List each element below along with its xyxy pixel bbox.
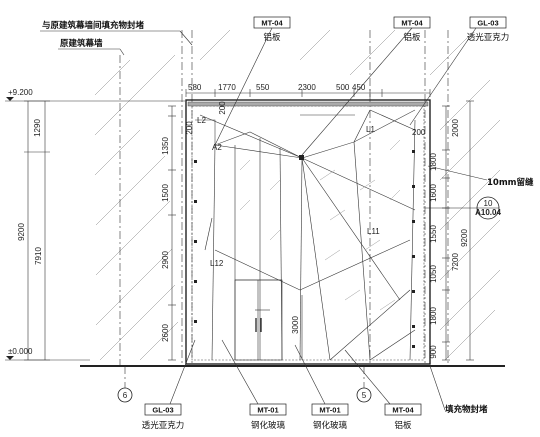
right-inner-dimension-chain xyxy=(442,105,450,361)
bottom-tag-code: MT-01 xyxy=(319,406,340,415)
top-dimension-chain xyxy=(185,89,431,97)
right-outer-dim-7200: 7200 xyxy=(451,253,460,271)
top-dim-500: 500 xyxy=(336,83,350,92)
top-dim-1770: 1770 xyxy=(218,83,236,92)
bottom-tag-material: 透光亚克力 xyxy=(142,420,185,431)
right-inner-dim-900: 900 xyxy=(429,345,438,359)
curtain-wall-hatch xyxy=(94,29,501,361)
bottom-tag-material: 铝板 xyxy=(394,420,412,431)
level-marker-top: +9.200 xyxy=(5,88,185,102)
right-small-dim-200: 200 xyxy=(412,128,426,137)
center-dim-3000: 3000 xyxy=(291,316,300,334)
top-tag-gl03: GL-03 透光亚克力 xyxy=(409,16,510,126)
edge-label-l2: L2 xyxy=(197,116,206,125)
bottom-tag-mt04: MT-04 铝板 xyxy=(344,349,422,431)
top-dim-450: 450 xyxy=(352,83,366,92)
bottom-tag-code: GL-03 xyxy=(152,406,173,415)
left-inner-dim-200: 200 xyxy=(185,121,194,135)
section-ref-number: 10 xyxy=(484,199,493,208)
gap-note-leader xyxy=(427,165,488,181)
bottom-tag-material: 钢化玻璃 xyxy=(313,420,348,431)
top-note-fill: 与原建筑幕墙间填充物封堵 xyxy=(42,20,145,31)
left-dim-1290: 1290 xyxy=(33,119,42,137)
top-dim-550: 550 xyxy=(256,83,270,92)
curtain-wall-lines xyxy=(119,30,449,365)
top-tag-code: MT-04 xyxy=(261,19,283,28)
left-inner-dim-1350: 1350 xyxy=(161,137,170,155)
gap-note: 10mm留缝 xyxy=(487,177,534,188)
bottom-right-note-leader xyxy=(429,365,446,411)
bottom-tag-mt01-b: MT-01 钢化玻璃 xyxy=(294,344,349,431)
top-tag-mt04-a: MT-04 铝板 xyxy=(214,16,291,146)
axis-bubble-left: 6 xyxy=(117,366,133,403)
edge-label-l11: L11 xyxy=(367,227,380,236)
bottom-tag-code: MT-01 xyxy=(257,406,278,415)
axis-bubble-right: 5 xyxy=(356,366,372,403)
top-note-curtain-wall-leader xyxy=(119,48,125,56)
right-inner-dim-1550: 1550 xyxy=(429,225,438,243)
top-note-fill-leader xyxy=(179,30,193,46)
top-tag-material: 铝板 xyxy=(263,32,281,43)
left-dim-9200: 9200 xyxy=(17,223,26,241)
top-tag-material: 铝板 xyxy=(403,32,421,43)
left-dim-7910: 7910 xyxy=(34,247,43,265)
left-outer-dimension-chain xyxy=(24,100,50,361)
left-inner-dim-2600: 2600 xyxy=(161,324,170,342)
right-inner-dim-2000: 2000 xyxy=(451,119,460,137)
section-ref-sheet: A10.04 xyxy=(475,208,501,217)
bottom-right-note: 填充物封堵 xyxy=(445,404,488,415)
axis-left-label: 6 xyxy=(123,391,128,400)
top-tag-code: GL-03 xyxy=(477,19,498,28)
bottom-tag-code: MT-04 xyxy=(392,406,414,415)
top-tag-material: 透光亚克力 xyxy=(467,32,510,43)
right-outer-dim-9200: 9200 xyxy=(460,229,469,247)
section-reference: 10 A10.04 xyxy=(425,196,501,220)
top-dim-2300: 2300 xyxy=(298,83,316,92)
left-inner-dim-2900: 2900 xyxy=(161,251,170,269)
axis-right-label: 5 xyxy=(362,391,367,400)
right-outer-dimension-chain xyxy=(466,100,474,361)
edge-label-l1: L1 xyxy=(366,125,375,134)
bottom-tag-mt01-a: MT-01 钢化玻璃 xyxy=(221,339,287,431)
right-inner-dim-1050: 1050 xyxy=(429,265,438,283)
faceted-panel-lines xyxy=(195,109,416,361)
edge-label-a2: A2 xyxy=(212,143,222,152)
bottom-tag-material: 钢化玻璃 xyxy=(251,420,286,431)
right-inner-dim-1800a: 1800 xyxy=(429,153,438,171)
top-dim-580: 580 xyxy=(188,83,202,92)
installation-frame xyxy=(185,99,431,365)
top-dim-200: 200 xyxy=(218,101,227,115)
panel-fixings xyxy=(194,150,415,348)
level-bottom-label: ±0.000 xyxy=(8,347,33,356)
right-inner-dim-1600: 1600 xyxy=(429,184,438,202)
left-inner-dimension-chain xyxy=(168,105,176,361)
reflection-strokes xyxy=(239,139,401,311)
edge-label-l12: L12 xyxy=(210,259,224,268)
level-marker-bottom: ±0.000 xyxy=(5,347,90,361)
glass-doors xyxy=(234,279,283,361)
level-top-label: +9.200 xyxy=(8,88,33,97)
right-inner-dim-1800b: 1800 xyxy=(429,307,438,325)
top-note-curtain-wall: 原建筑幕墙 xyxy=(60,38,103,49)
bottom-tag-gl03: GL-03 透光亚克力 xyxy=(142,339,196,431)
top-tag-code: MT-04 xyxy=(401,19,423,28)
left-inner-dim-1500: 1500 xyxy=(161,184,170,202)
top-tag-mt04-b: MT-04 铝板 xyxy=(301,16,431,156)
